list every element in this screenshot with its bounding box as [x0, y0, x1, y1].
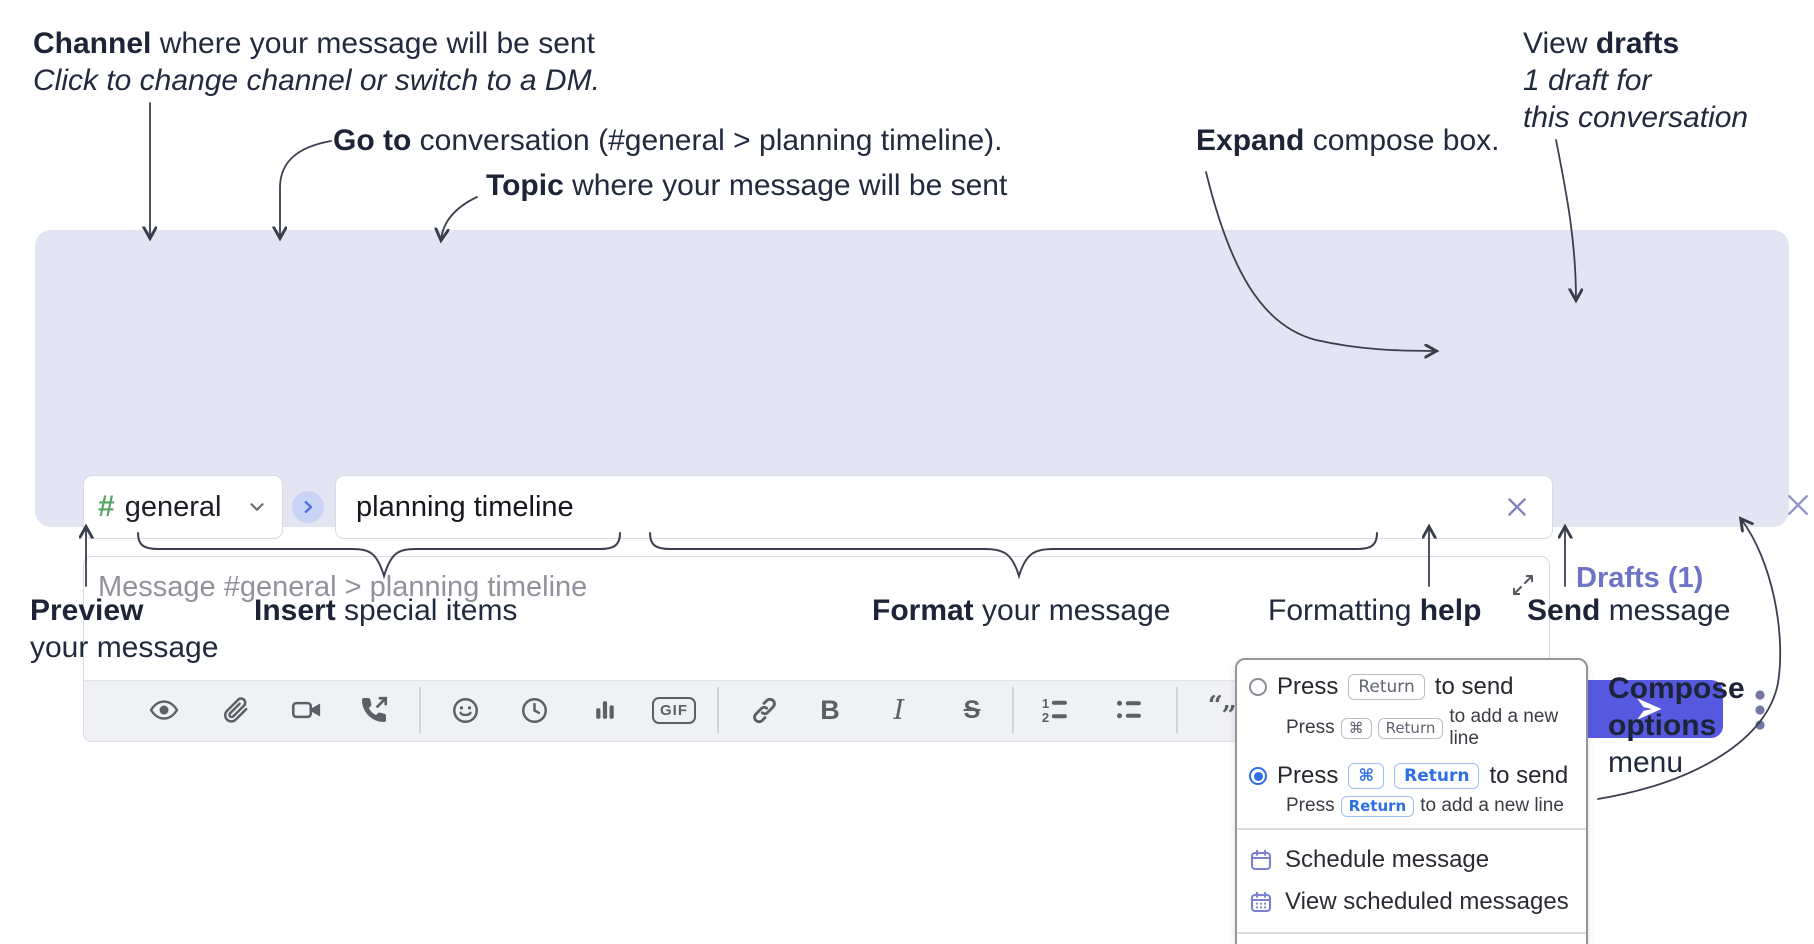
preview-annotation: Preview your message	[30, 594, 219, 664]
blockquote-button[interactable]: “”	[1204, 685, 1244, 735]
bar-chart-button[interactable]	[585, 685, 625, 735]
expand-annotation: Expand compose box.	[1196, 124, 1500, 157]
clock-button[interactable]	[514, 685, 554, 735]
topic-value: planning timeline	[356, 490, 574, 523]
radio-off-icon[interactable]	[1249, 678, 1267, 696]
phone-call-button[interactable]	[354, 685, 394, 735]
svg-text:2: 2	[1042, 710, 1049, 725]
compose-options-annotation: Compose options menu	[1608, 672, 1745, 779]
radio-on-icon[interactable]	[1249, 767, 1267, 785]
return-key-chip: Return	[1340, 795, 1415, 817]
vertical-dots-icon	[1754, 688, 1766, 734]
option-cmd-return-to-send[interactable]: Press ⌘ Return to send	[1237, 760, 1586, 792]
channel-name: general	[124, 490, 222, 523]
toolbar-divider	[419, 687, 421, 733]
menu-item-schedule-message[interactable]: Schedule message	[1237, 839, 1586, 881]
formatting-help-annotation: Formatting help	[1268, 594, 1482, 627]
topic-input[interactable]: planning timeline	[335, 475, 1553, 539]
menu-item-view-scheduled[interactable]: View scheduled messages	[1237, 881, 1586, 923]
toolbar-divider	[1012, 687, 1014, 733]
channel-selector[interactable]: # general	[83, 475, 283, 539]
preview-eye-button[interactable]	[144, 685, 184, 735]
return-key-chip: Return	[1394, 763, 1480, 789]
clear-topic-button[interactable]	[1502, 492, 1532, 522]
video-camera-button[interactable]	[287, 685, 327, 735]
return-key-chip: Return	[1377, 717, 1444, 739]
menu-divider	[1237, 828, 1586, 830]
bullet-list-button[interactable]	[1109, 685, 1149, 735]
strikethrough-button[interactable]: S	[963, 695, 981, 724]
cmd-key-chip: ⌘	[1348, 763, 1385, 789]
option-return-to-send[interactable]: Press Return to send	[1237, 671, 1586, 703]
format-annotation: Format your message	[872, 594, 1171, 627]
goto-conversation-button[interactable]	[292, 491, 324, 523]
emoji-smiley-button[interactable]	[445, 685, 485, 735]
svg-text:“: “	[1208, 695, 1223, 721]
send-annotation: Send message	[1527, 594, 1731, 627]
cmd-key-chip: ⌘	[1340, 717, 1372, 739]
chevron-right-icon	[299, 498, 317, 516]
gif-button[interactable]: GIF	[652, 685, 696, 735]
close-composer-button[interactable]	[1781, 488, 1814, 522]
expand-compose-icon[interactable]	[1511, 573, 1535, 597]
goto-annotation: Go to conversation (#general > planning …	[333, 124, 1003, 157]
drafts-link[interactable]: Drafts (1)	[1576, 562, 1704, 594]
channel-annotation: Channel where your message will be sent …	[33, 27, 600, 97]
chevron-down-icon	[246, 496, 268, 518]
calendar-grid-icon	[1249, 890, 1273, 914]
channel-hash-icon: #	[98, 490, 115, 523]
topic-annotation: Topic where your message will be sent	[486, 169, 1008, 202]
return-key-chip: Return	[1348, 674, 1425, 700]
menu-divider	[1237, 932, 1586, 934]
link-button[interactable]	[744, 685, 784, 735]
italic-button[interactable]: I	[893, 694, 905, 726]
svg-text:1: 1	[1042, 696, 1049, 711]
compose-box: # general planning timeline Message #gen…	[35, 230, 1808, 742]
insert-annotation: Insert special items	[254, 594, 518, 627]
option-return-subtext: Press ⌘ Return to add a new line	[1286, 706, 1559, 749]
compose-options-button[interactable]	[1746, 686, 1774, 736]
calendar-icon	[1249, 848, 1273, 872]
paperclip-button[interactable]	[216, 685, 256, 735]
view-drafts-annotation: View drafts 1 draft for this conversatio…	[1523, 27, 1749, 134]
compose-options-menu: Press Return to send Press ⌘ Return to a…	[1235, 658, 1588, 944]
bold-button[interactable]: B	[820, 694, 840, 725]
option-cmd-return-subtext: Press Return to add a new line	[1286, 795, 1564, 817]
svg-text:”: ”	[1222, 700, 1237, 725]
toolbar-divider	[717, 687, 719, 733]
toolbar-divider	[1176, 687, 1178, 733]
